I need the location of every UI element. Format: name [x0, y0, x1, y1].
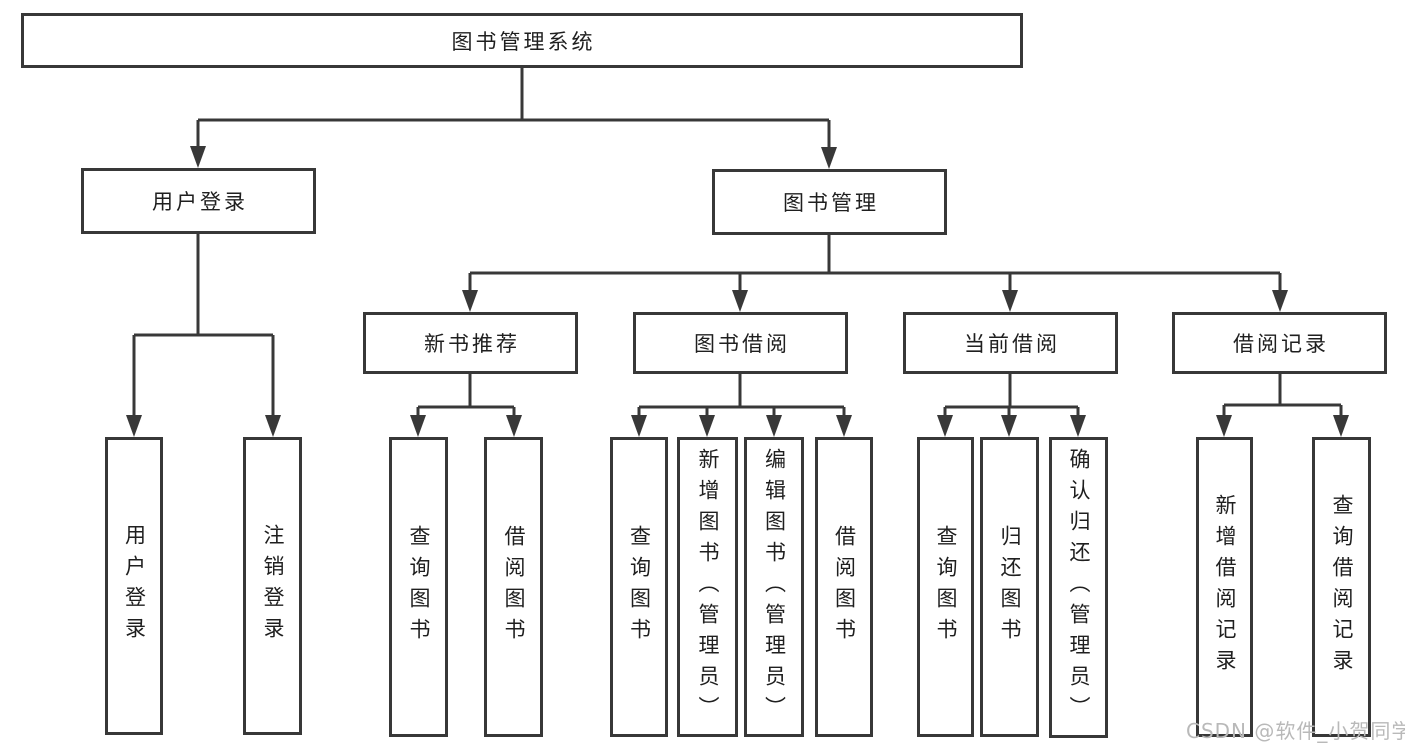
node-leaf-add-book-admin: 新增图书（管理员）	[677, 437, 738, 737]
node-label: 借阅图书	[832, 525, 857, 649]
connector-bookborrow-to-leaves	[637, 374, 846, 418]
connector-currentborrow-to-leaves	[943, 374, 1080, 418]
node-leaf-query-books: 查询图书	[389, 437, 448, 737]
node-label: 用户登录	[152, 190, 248, 214]
node-leaf-user-login: 用户登录	[105, 437, 163, 735]
node-book-borrowing: 图书借阅	[633, 312, 848, 374]
node-leaf-borrow-books: 借阅图书	[484, 437, 543, 737]
node-label: 注销登录	[261, 524, 286, 648]
node-label: 图书借阅	[694, 332, 790, 356]
node-label: 当前借阅	[964, 332, 1060, 356]
node-book-management: 图书管理	[712, 169, 947, 235]
node-leaf-confirm-return-admin: 确认归还（管理员）	[1049, 437, 1108, 738]
node-new-book-recommendation: 新书推荐	[363, 312, 578, 374]
node-label: 查询借阅记录	[1330, 494, 1355, 680]
node-label: 借阅记录	[1233, 332, 1329, 356]
node-leaf-query-books: 查询图书	[917, 437, 974, 737]
node-borrowing-records: 借阅记录	[1172, 312, 1387, 374]
node-leaf-query-books: 查询图书	[610, 437, 668, 737]
arrowheads	[126, 146, 1349, 437]
node-label: 查询图书	[407, 525, 432, 649]
node-current-borrowing: 当前借阅	[903, 312, 1118, 374]
csdn-watermark: CSDN @软件_小贺同学	[1186, 719, 1405, 743]
node-label: 借阅图书	[502, 525, 527, 649]
node-label: 新增借阅记录	[1213, 494, 1238, 680]
node-leaf-logout: 注销登录	[243, 437, 302, 735]
connector-records-to-leaves	[1222, 374, 1343, 418]
connector-root-to-level2	[196, 68, 831, 151]
node-label: 查询图书	[627, 525, 652, 649]
node-label: 图书管理	[783, 191, 879, 215]
node-label: 用户登录	[122, 524, 147, 648]
node-user-login: 用户登录	[81, 168, 316, 234]
node-label: 确认归还（管理员）	[1067, 448, 1092, 727]
node-leaf-borrow-books: 借阅图书	[815, 437, 873, 737]
connector-bookmgmt-to-level3	[468, 235, 1282, 294]
node-leaf-return-books: 归还图书	[980, 437, 1039, 737]
node-label: 编辑图书（管理员）	[762, 447, 787, 727]
node-library-management-system: 图书管理系统	[21, 13, 1023, 68]
node-label: 归还图书	[998, 525, 1023, 649]
node-label: 查询图书	[934, 525, 959, 649]
node-label: 新增图书（管理员）	[696, 447, 721, 727]
node-label: 图书管理系统	[451, 29, 596, 54]
node-leaf-add-borrow-record: 新增借阅记录	[1196, 437, 1253, 737]
node-leaf-query-borrow-record: 查询借阅记录	[1312, 437, 1371, 737]
node-label: 新书推荐	[424, 332, 520, 356]
node-leaf-edit-book-admin: 编辑图书（管理员）	[744, 437, 804, 737]
connector-userlogin-to-leaves	[132, 234, 275, 418]
connector-newbook-to-leaves	[416, 374, 516, 418]
